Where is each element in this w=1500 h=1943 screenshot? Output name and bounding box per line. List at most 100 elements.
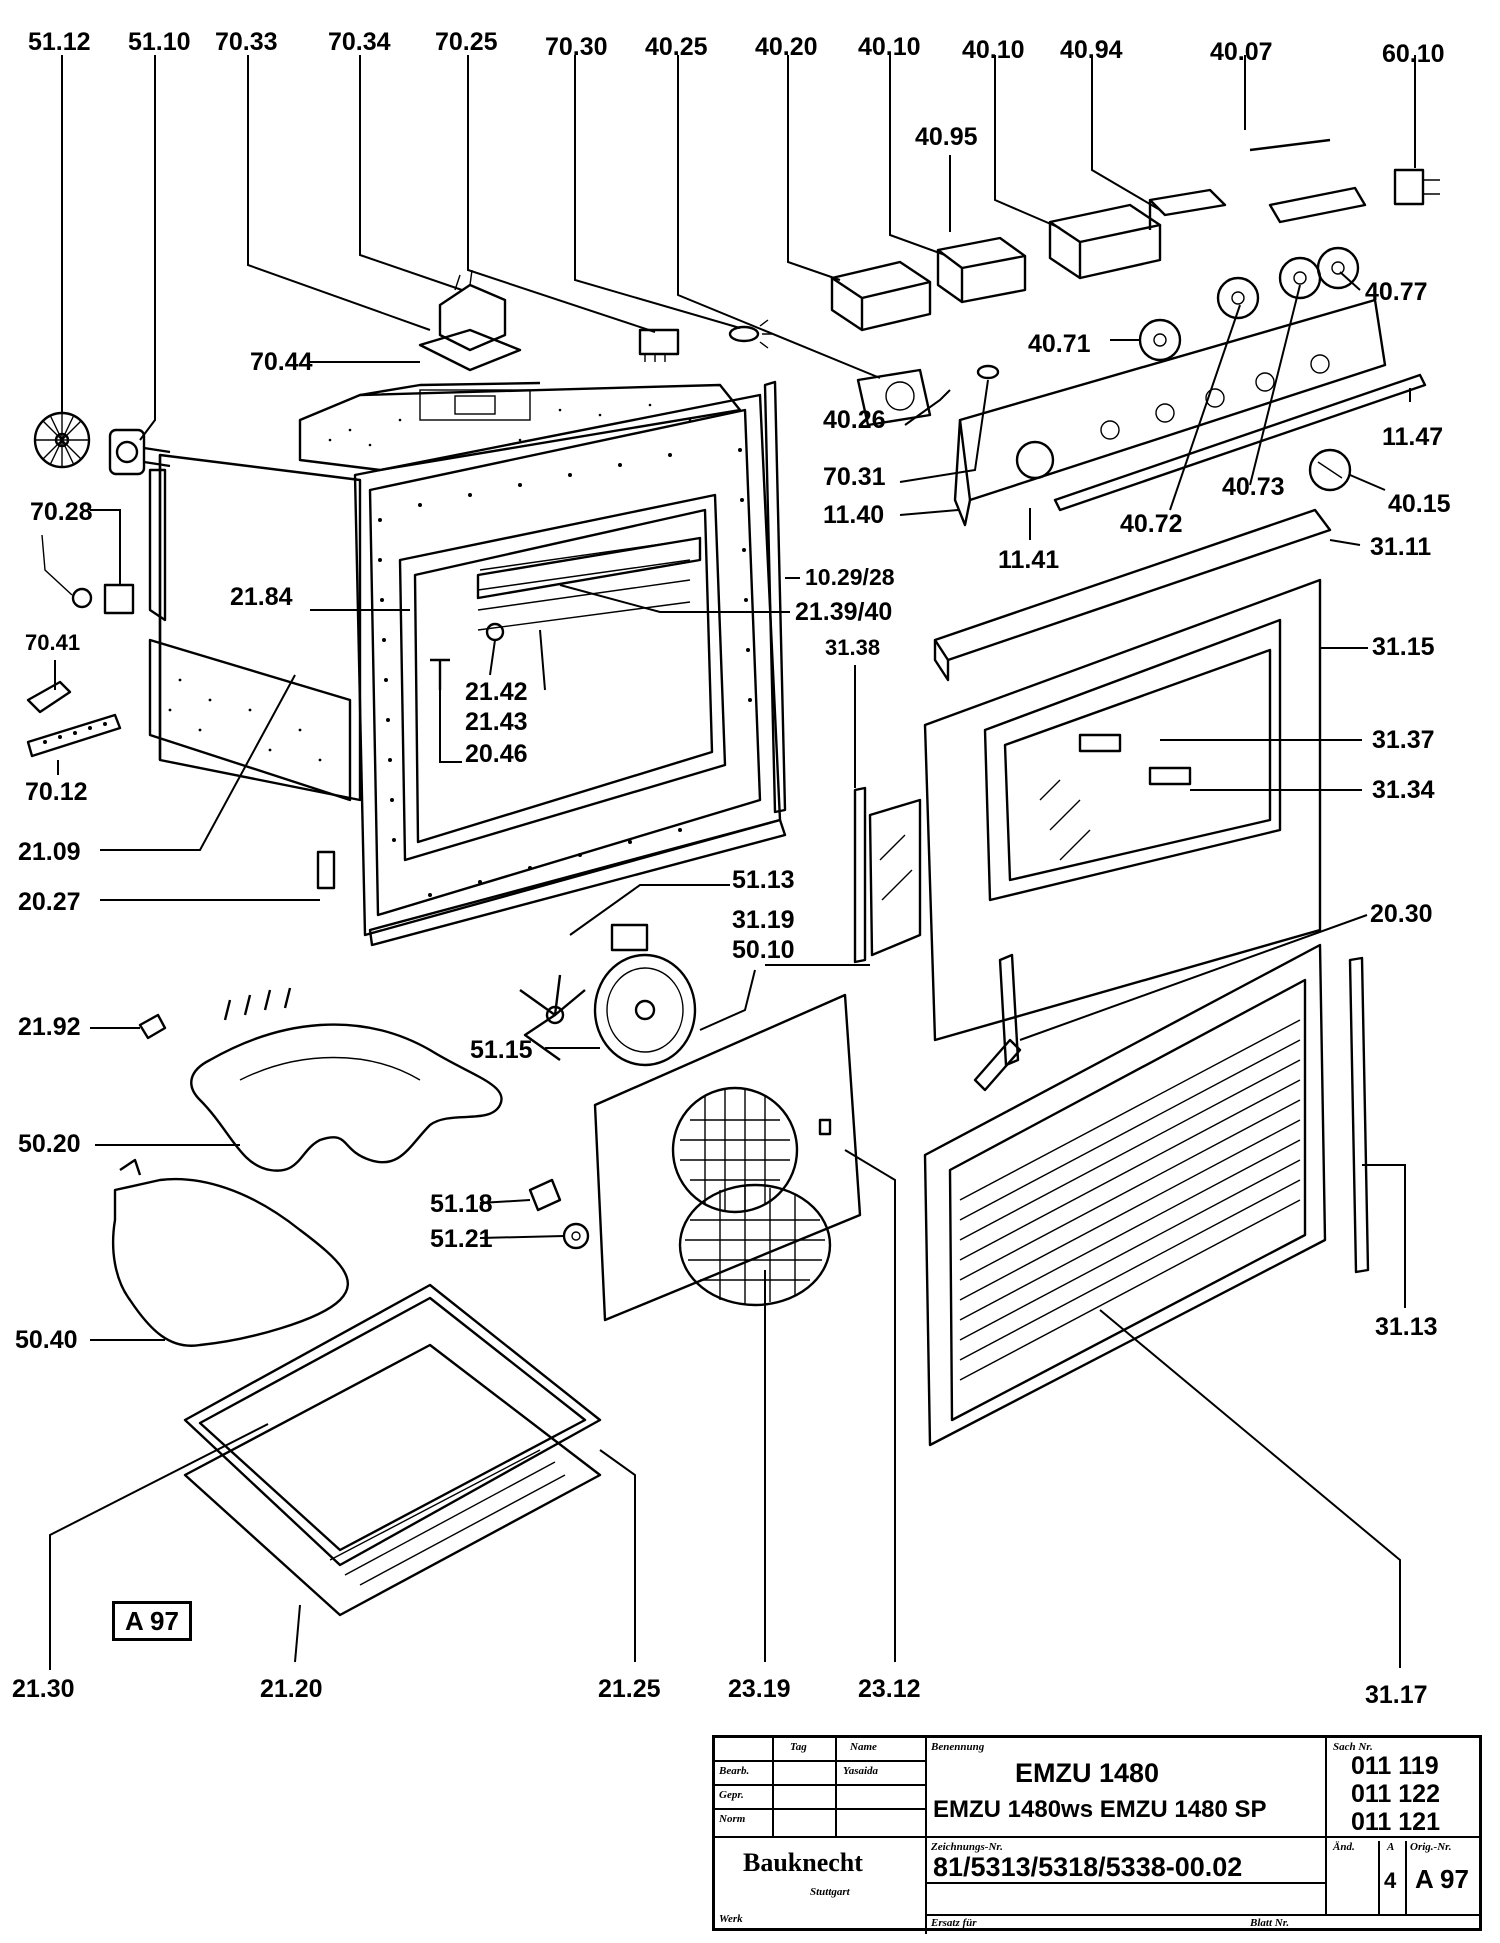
fan-motor-51-10	[108, 428, 171, 476]
knob-40-15	[1308, 448, 1352, 492]
callout: 60.10	[1382, 40, 1445, 68]
lamp-70-30	[728, 319, 772, 349]
callout: 40.25	[645, 33, 708, 61]
callout: 70.12	[25, 778, 88, 806]
callout: 40.94	[1060, 36, 1123, 64]
blatt-label: Blatt Nr.	[1250, 1917, 1290, 1929]
callout: 31.13	[1375, 1313, 1438, 1341]
switch-block-40-20	[830, 260, 932, 332]
top-thermostat-70-33	[418, 269, 522, 372]
callout: 70.44	[250, 348, 313, 376]
callout: 21.20	[260, 1675, 323, 1703]
callout: 40.10	[858, 33, 921, 61]
oven-cavity-21-09	[148, 380, 787, 947]
callout: 51.13	[732, 866, 795, 894]
outer-door-31-17	[923, 943, 1327, 1447]
knob-40-77	[1316, 246, 1360, 290]
callout: 40.71	[1028, 330, 1091, 358]
callout: 31.15	[1372, 633, 1435, 661]
model-primary: EMZU 1480	[1015, 1758, 1160, 1788]
inner-door-31-15	[923, 578, 1322, 1042]
callout: 21.30	[12, 1675, 75, 1703]
sheet-tag: A 97	[112, 1601, 192, 1641]
baking-tray-21-30	[183, 1283, 602, 1567]
callout: 11.40	[823, 501, 884, 529]
zeichnung-nr: 81/5313/5318/5338-00.02	[933, 1852, 1243, 1882]
callout: 70.30	[545, 33, 608, 61]
switch-block-40-10	[936, 236, 1027, 304]
callout: 23.12	[858, 1675, 921, 1703]
door-glass-31-19	[868, 798, 922, 957]
callout: 70.41	[25, 630, 80, 655]
callout: 11.47	[1382, 423, 1443, 451]
callout: 70.28	[30, 498, 93, 526]
callout: 31.34	[1372, 776, 1435, 804]
a-label: A	[1387, 1841, 1395, 1853]
callout: 40.95	[915, 123, 978, 151]
clip-21-92	[138, 1013, 167, 1040]
screw-20-46	[430, 658, 450, 690]
callout: 20.27	[18, 888, 81, 916]
row-gepr: Gepr.	[719, 1789, 744, 1801]
callout: 40.72	[1120, 510, 1183, 538]
callout: 50.10	[732, 936, 795, 964]
knob-40-72	[1216, 276, 1260, 320]
callout: 20.30	[1370, 900, 1433, 928]
sach-nr-2: 011 122	[1351, 1780, 1440, 1808]
grill-pan-21-20	[183, 1343, 602, 1617]
title-block: Tag Name Bearb. Yasaida Gepr. Norm Benen…	[712, 1735, 1482, 1934]
fan-grille-23-19	[678, 1183, 832, 1307]
nut-51-18	[528, 1178, 562, 1212]
werk-label: Werk	[719, 1913, 743, 1925]
callout: 21.25	[598, 1675, 661, 1703]
callout: 40.26	[823, 406, 886, 434]
callout: 10.29/28	[805, 564, 895, 590]
timer-40-25	[856, 368, 932, 427]
callout: 31.37	[1372, 726, 1435, 754]
terminal-70-41	[26, 680, 72, 714]
lamp-70-31	[976, 364, 1000, 380]
callout: 40.10	[962, 36, 1025, 64]
callout: 70.31	[823, 463, 886, 491]
callout: 31.17	[1365, 1681, 1428, 1709]
callout: 21.84	[230, 583, 293, 611]
selector-40-07	[1249, 138, 1367, 224]
callout: 21.39/40	[795, 598, 892, 626]
bearb-name: Yasaida	[843, 1765, 879, 1777]
model-variants: EMZU 1480ws EMZU 1480 SP	[933, 1796, 1267, 1823]
knob-40-73	[1278, 256, 1322, 300]
door-top-31-11	[933, 508, 1332, 682]
hinge-20-30	[973, 953, 1022, 1092]
callout: 21.42	[465, 678, 528, 706]
row-bearb: Bearb.	[719, 1765, 750, 1777]
callout: 51.18	[430, 1190, 493, 1218]
callout: 31.11	[1370, 533, 1431, 561]
callout: 21.92	[18, 1013, 81, 1041]
ring-element-50-10	[593, 953, 697, 1067]
brand-city: Stuttgart	[810, 1886, 850, 1898]
screw-21-42	[485, 622, 505, 642]
col-tag: Tag	[790, 1741, 807, 1753]
switch-block-40-94	[1048, 188, 1227, 280]
callout: 51.21	[430, 1225, 493, 1253]
ersatz-label: Ersatz für	[931, 1917, 977, 1929]
sach-nr-1: 011 119	[1351, 1752, 1439, 1780]
callout: 40.15	[1388, 490, 1451, 518]
leader-lines	[49, 55, 1416, 1670]
control-panel-11-40	[953, 298, 1387, 527]
brand-logo: Bauknecht	[743, 1848, 863, 1877]
callout: 11.41	[998, 546, 1059, 574]
a-value: 4	[1384, 1868, 1397, 1893]
bottom-element-50-40	[111, 1158, 350, 1347]
callout: 50.40	[15, 1326, 78, 1354]
callout: 40.07	[1210, 38, 1273, 66]
sach-label: Sach Nr.	[1333, 1741, 1373, 1753]
orig-label: Orig.-Nr.	[1410, 1841, 1452, 1853]
callout: 40.73	[1222, 473, 1285, 501]
fan-wheel-51-13	[519, 923, 649, 1061]
callout: 51.10	[128, 28, 191, 56]
fan-blade-51-12	[33, 411, 91, 469]
callout: 23.19	[728, 1675, 791, 1703]
callout-labels: 51.12 51.10 70.33 70.34 70.25 70.30 40.2…	[12, 28, 1451, 1709]
callout: 51.15	[470, 1036, 533, 1064]
